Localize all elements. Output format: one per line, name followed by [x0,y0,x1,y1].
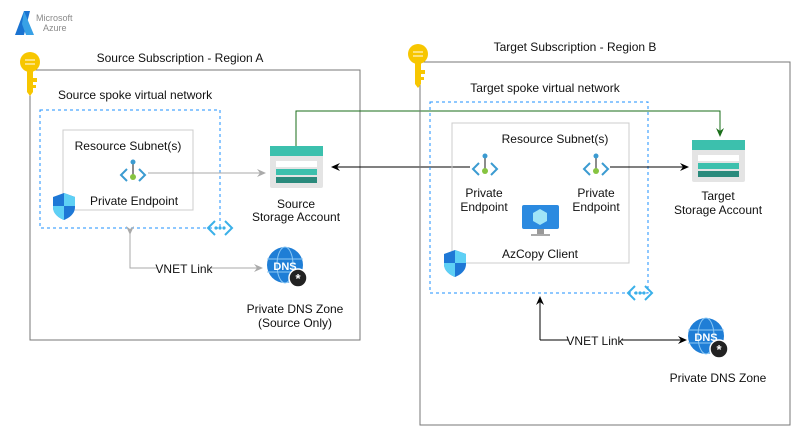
nsg-shield-icon [53,193,75,220]
target-dns-icon [687,317,729,359]
source-vnet-title: Source spoke virtual network [58,88,213,102]
target-subnet-title: Resource Subnet(s) [502,132,609,146]
nsg-shield-icon [444,250,466,277]
source-storage-label-2: Storage Account [252,210,341,224]
target-dns-label: Private DNS Zone [670,371,767,385]
target-subscription-title: Target Subscription - Region B [494,40,657,54]
target-storage-icon [692,140,745,182]
private-endpoint-icon [120,158,146,182]
private-endpoint-icon [583,152,609,176]
source-vnet-link-line [126,226,263,272]
source-vnet-box [39,109,221,229]
source-subnet-box [62,129,194,211]
target-pe1-label-2: Endpoint [460,200,508,214]
source-subscription-title: Source Subscription - Region A [97,51,264,65]
source-subnet-title: Resource Subnet(s) [75,139,182,153]
target-subscription-box [419,61,791,426]
subscription-key-icon [408,44,428,88]
source-dns-label-2: (Source Only) [258,316,332,330]
target-pe2-label-1: Private [577,186,615,200]
target-vnet-box [429,101,649,294]
azcopy-client-label: AzCopy Client [502,247,579,261]
logo-text-line2: Azure [43,23,67,33]
private-endpoint-icon [472,152,498,176]
target-pe1-label-1: Private [465,186,503,200]
target-vnet-title: Target spoke virtual network [470,81,620,95]
logo-text-line1: Microsoft [36,13,73,23]
target-subnet-box [451,122,630,264]
vm-monitor-icon [522,205,559,236]
source-dns-label-1: Private DNS Zone [247,302,344,316]
target-pe2-label-2: Endpoint [572,200,620,214]
source-private-endpoint-label: Private Endpoint [90,194,179,208]
target-vnet-link-label: VNET Link [566,334,624,348]
target-storage-label-1: Target [701,189,735,203]
storage-copy-green-arrow [295,110,724,146]
target-storage-label-2: Storage Account [674,203,763,217]
source-subscription-box [29,69,361,341]
source-storage-label-1: Source [277,197,315,211]
source-vnet-link-label: VNET Link [155,262,213,276]
source-storage-icon [270,146,323,188]
source-dns-icon [266,246,308,288]
azure-logo: Microsoft Azure [15,11,73,35]
subscription-key-icon [20,52,40,96]
